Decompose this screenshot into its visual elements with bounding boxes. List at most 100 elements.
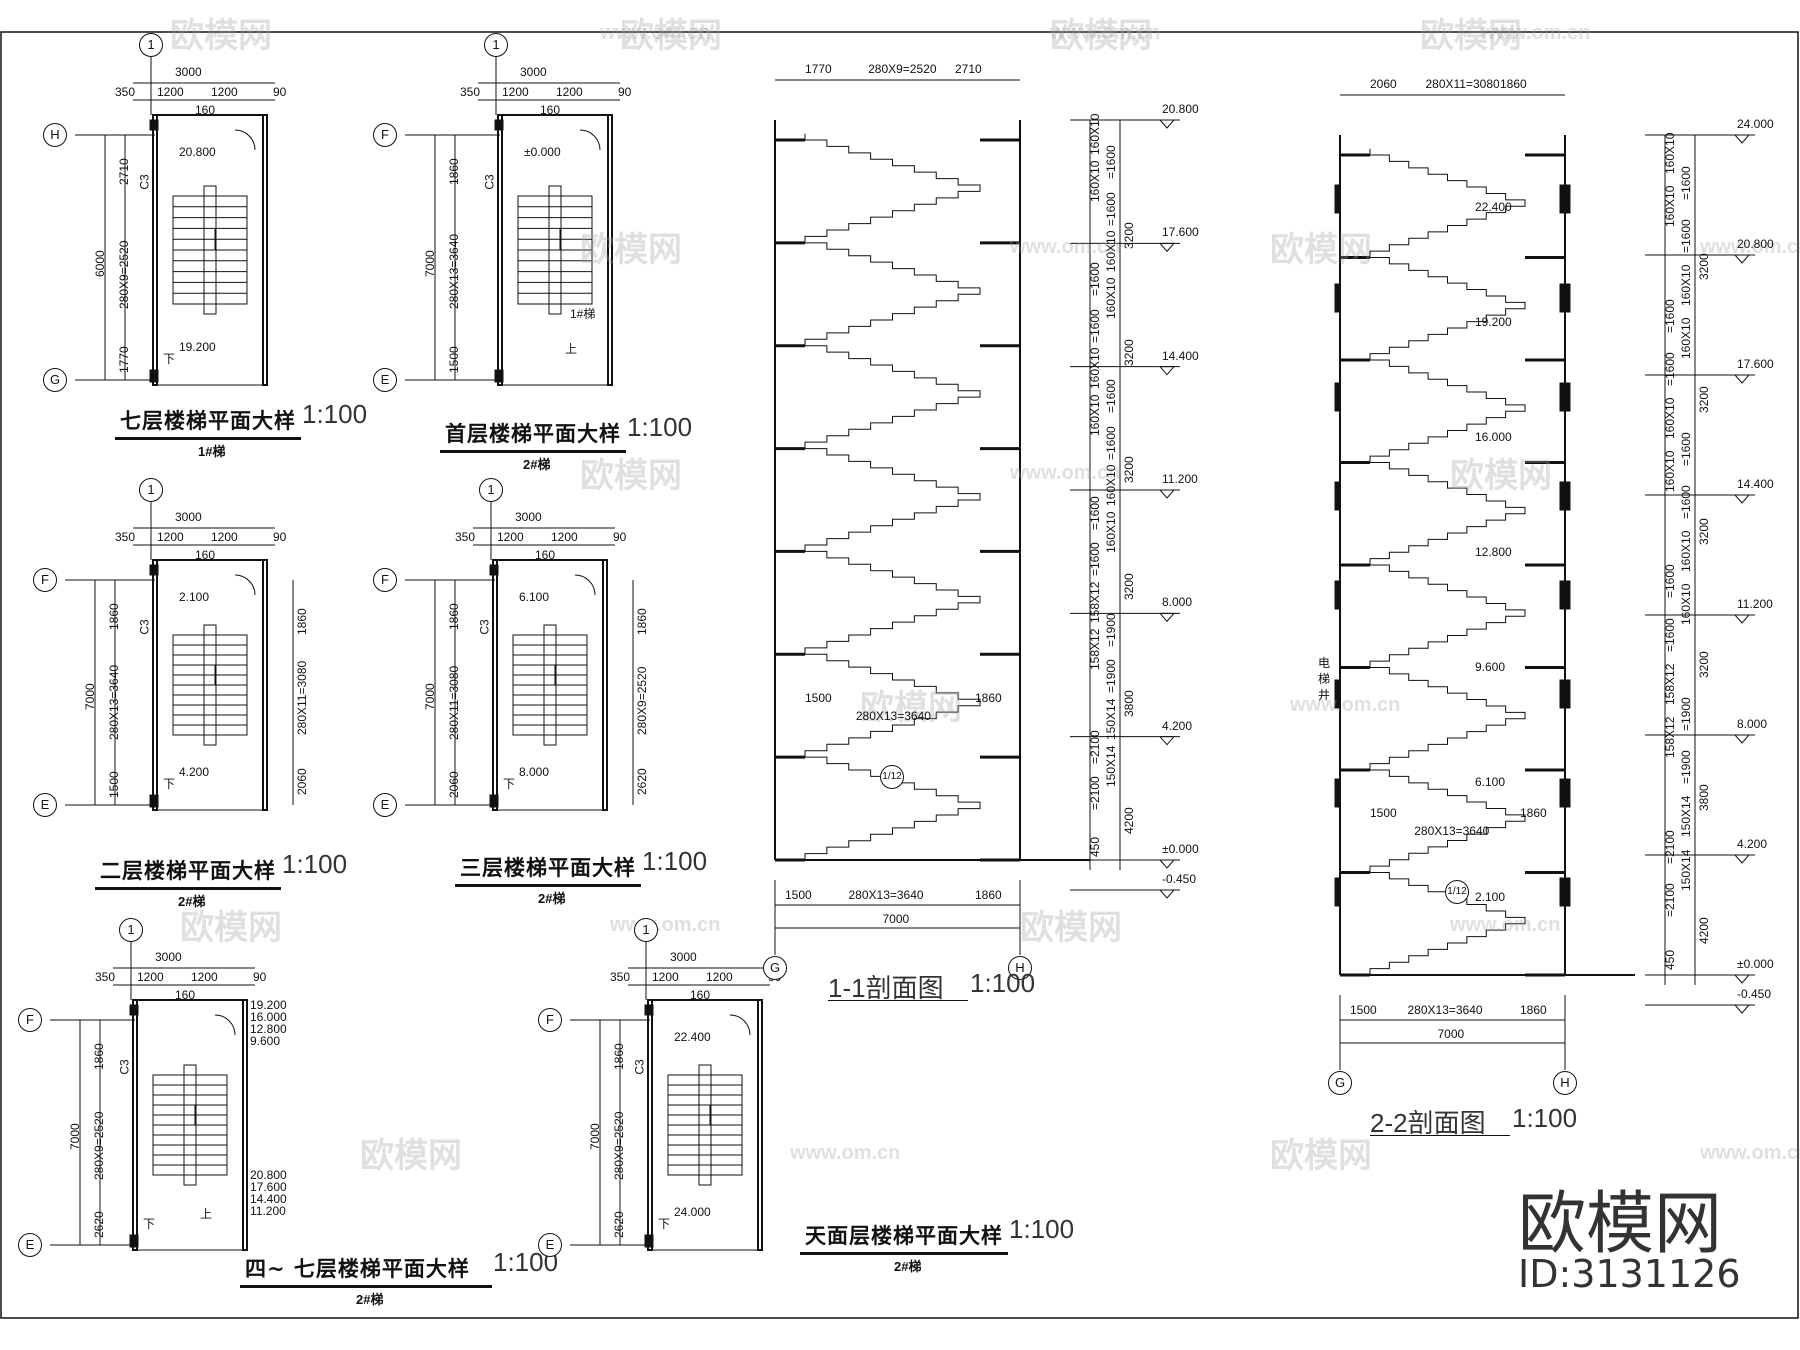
watermark: 欧模网 [1020, 909, 1122, 947]
annotation-mark: C3 [117, 1059, 132, 1075]
level-label: 9.600 [250, 1034, 281, 1048]
level-marker [1159, 489, 1176, 499]
stair-wall-left [492, 559, 498, 811]
level-marker [1159, 242, 1176, 253]
stair-wall-left [132, 999, 138, 1251]
detail-callout: 1/12 [880, 765, 904, 789]
dim-label: 1770 [805, 62, 832, 76]
level-label: 4.200 [1162, 718, 1193, 733]
stair-flight-up [1369, 814, 1526, 873]
dim-label: 1770 [117, 346, 131, 373]
section-slab [1334, 481, 1341, 511]
column [129, 1004, 139, 1016]
stair-flight-up [804, 802, 981, 860]
plan-scale: 1:100 [282, 849, 348, 879]
dim-label: 160X10 [1104, 464, 1118, 507]
level-label: 8.000 [519, 765, 550, 779]
watermark-url: www.om.cn [1700, 1142, 1800, 1164]
watermark-url: www.om.cn [610, 914, 721, 936]
dim-label: 160X10 [1663, 132, 1677, 174]
column [149, 119, 159, 131]
title-underline [240, 1285, 492, 1288]
stair-wall-right [757, 999, 763, 1251]
brand-id: ID:3131126 [1518, 1252, 1741, 1296]
stair-flight-up [1369, 302, 1526, 360]
axis-bubble: E [18, 1233, 42, 1257]
level-label: 19.200 [250, 998, 287, 1012]
dim-label: 450 [1088, 837, 1102, 858]
dim-label: 160X10 [1088, 160, 1102, 203]
axis-bubble: E [538, 1233, 562, 1257]
stair-well [548, 185, 562, 315]
level-label: 4.200 [179, 765, 210, 779]
level-marker [1159, 859, 1176, 869]
level-label: 6.100 [519, 590, 550, 604]
dim-label: 160X10 [1663, 450, 1677, 493]
stair-tag: 1#梯 [198, 444, 226, 459]
axis-bubble: F [373, 123, 397, 147]
dim-label: 90 [273, 530, 287, 544]
stair-flight-down [804, 442, 981, 500]
dim-label: 1200 [191, 970, 218, 984]
watermark: 欧模网 [1270, 231, 1372, 269]
stair-flight-down [1369, 456, 1526, 514]
stair-flight-up [804, 493, 981, 552]
section-slab [1559, 382, 1571, 412]
title-underline [455, 884, 641, 887]
stair-flight-down [804, 236, 981, 295]
dim-label: =1600 [1104, 425, 1118, 460]
plan-scale: 1:100 [1009, 1214, 1075, 1244]
dim-label: 1200 [502, 85, 529, 99]
axis-bubble: E [373, 793, 397, 817]
detail-callout: 1/12 [1445, 880, 1469, 904]
dim-label: 1500 [805, 690, 832, 705]
watermark-url: www.om.cn [1010, 236, 1121, 258]
dim-label: 160X10 [1679, 530, 1693, 572]
dim-label: 2710 [117, 158, 131, 185]
dim-label: 150X14 [1104, 698, 1118, 741]
dim-label: 7000 [423, 250, 437, 277]
inner-level-label: 22.400 [1475, 200, 1512, 214]
section-slab [1559, 184, 1571, 214]
stair-tag: 2#梯 [538, 891, 566, 906]
dim-label: 3200 [1122, 573, 1136, 600]
dim-label: =1600 [1088, 495, 1102, 530]
stair-flight-down [804, 545, 981, 603]
inner-level-label: 6.100 [1475, 775, 1506, 789]
dim-label: 160X10 [1679, 583, 1693, 625]
level-marker [1159, 612, 1176, 623]
dim-label: 350 [115, 85, 136, 99]
level-label: 24.000 [1737, 117, 1774, 131]
column [644, 1004, 654, 1016]
level-label: 20.800 [1162, 102, 1199, 116]
section-slab [1559, 679, 1571, 709]
axis-bubble: E [33, 793, 57, 817]
stair-wall-left [152, 114, 158, 386]
dim-label: 2060 [1370, 77, 1397, 91]
dim-label: 6000 [93, 250, 107, 277]
section-slab [1334, 283, 1341, 313]
section-slab [1334, 184, 1341, 214]
axis-bubble: G [43, 368, 67, 392]
dim-label: 280X9=2520 [612, 1111, 626, 1180]
inner-level-label: 19.200 [1475, 315, 1512, 329]
stair-flight-up [1369, 609, 1526, 668]
dim-label: 160 [195, 548, 216, 562]
dim-label: 90 [618, 85, 632, 99]
title-underline [440, 450, 626, 453]
dim-label: 280X11=3080 [295, 660, 309, 735]
dim-label: 1860 [635, 608, 649, 635]
level-label: 14.400 [1162, 348, 1199, 363]
dim-label: 280X13=3640 [855, 708, 931, 723]
dim-label: 1500 [1370, 806, 1397, 821]
dim-label: 1860 [1500, 77, 1527, 91]
stair-flight-down [1369, 558, 1526, 617]
level-marker [1159, 119, 1176, 129]
dim-label: 160X10 [1663, 397, 1677, 440]
watermark-url: www.om.cn [1010, 462, 1121, 484]
annotation-mark: 下 [503, 777, 516, 791]
dim-label: 1500 [785, 888, 812, 902]
dim-label: =1600 [1679, 485, 1693, 519]
watermark-url: www.om.cn [1450, 914, 1561, 936]
watermark-url: www.om.cn [1050, 22, 1161, 44]
